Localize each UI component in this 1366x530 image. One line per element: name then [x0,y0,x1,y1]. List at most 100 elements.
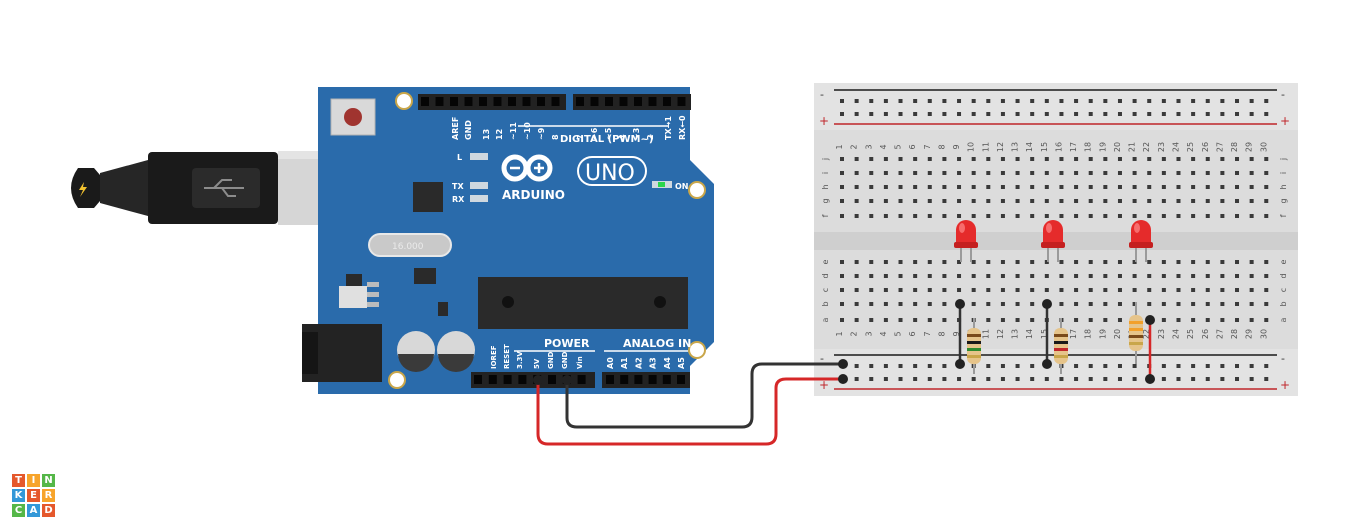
breadboard-hole[interactable] [1015,377,1020,381]
breadboard-hole[interactable] [1191,318,1196,322]
breadboard-hole[interactable] [1176,99,1181,103]
breadboard-hole[interactable] [1074,171,1079,175]
breadboard-hole[interactable] [1205,364,1210,368]
breadboard-hole[interactable] [1191,157,1196,161]
breadboard-hole[interactable] [869,364,874,368]
breadboard-hole[interactable] [840,112,844,116]
breadboard-hole[interactable] [957,274,962,278]
breadboard-hole[interactable] [971,274,976,278]
breadboard-hole[interactable] [1235,171,1240,175]
breadboard-hole[interactable] [1015,185,1020,189]
breadboard-hole[interactable] [913,112,918,116]
breadboard-hole[interactable] [1176,274,1181,278]
breadboard-hole[interactable] [883,377,888,381]
breadboard-hole[interactable] [840,274,844,278]
breadboard-hole[interactable] [883,214,888,218]
breadboard-hole[interactable] [957,199,962,203]
breadboard-hole[interactable] [927,364,932,368]
header-pin-hole[interactable] [634,97,642,106]
breadboard-hole[interactable] [1074,157,1079,161]
breadboard-hole[interactable] [1044,288,1049,292]
breadboard-hole[interactable] [913,274,918,278]
breadboard-hole[interactable] [1220,302,1225,306]
breadboard-hole[interactable] [1220,364,1225,368]
breadboard-hole[interactable] [986,171,991,175]
header-pin-hole[interactable] [488,375,497,384]
breadboard-hole[interactable] [1015,171,1020,175]
breadboard-hole[interactable] [1074,185,1079,189]
breadboard-hole[interactable] [1074,199,1079,203]
header-pin-hole[interactable] [648,97,657,106]
breadboard-hole[interactable] [1015,364,1020,368]
breadboard-hole[interactable] [1030,157,1035,161]
breadboard-hole[interactable] [971,377,976,381]
breadboard-hole[interactable] [1000,99,1005,103]
breadboard-hole[interactable] [1249,185,1254,189]
breadboard-hole[interactable] [1205,157,1210,161]
breadboard-hole[interactable] [1264,288,1269,292]
breadboard-hole[interactable] [1044,185,1049,189]
breadboard-hole[interactable] [1235,185,1240,189]
breadboard-hole[interactable] [1191,99,1196,103]
breadboard-hole[interactable] [1205,99,1210,103]
breadboard-hole[interactable] [1044,171,1049,175]
breadboard-hole[interactable] [942,302,947,306]
breadboard-hole[interactable] [883,185,888,189]
breadboard-hole[interactable] [1030,288,1035,292]
breadboard-hole[interactable] [883,288,888,292]
breadboard-hole[interactable] [1088,185,1093,189]
breadboard-hole[interactable] [927,171,932,175]
breadboard-hole[interactable] [1117,364,1122,368]
breadboard-hole[interactable] [1117,157,1122,161]
breadboard-hole[interactable] [1088,260,1093,264]
breadboard-hole[interactable] [1161,274,1166,278]
breadboard-hole[interactable] [1220,274,1225,278]
header-pin-hole[interactable] [576,97,584,106]
breadboard-hole[interactable] [942,99,947,103]
header-pin-hole[interactable] [508,97,516,106]
breadboard-hole[interactable] [913,377,918,381]
breadboard-hole[interactable] [1191,199,1196,203]
breadboard-hole[interactable] [942,112,947,116]
breadboard-hole[interactable] [1059,214,1064,218]
breadboard-hole[interactable] [971,171,976,175]
breadboard-hole[interactable] [898,288,903,292]
breadboard-hole[interactable] [898,112,903,116]
header-pin-hole[interactable] [537,97,545,106]
breadboard-hole[interactable] [1205,302,1210,306]
breadboard-hole[interactable] [986,302,991,306]
breadboard-hole[interactable] [869,99,874,103]
breadboard-hole[interactable] [1059,99,1064,103]
breadboard-hole[interactable] [1000,274,1005,278]
breadboard-hole[interactable] [1103,318,1108,322]
breadboard-hole[interactable] [986,99,991,103]
breadboard-hole[interactable] [869,288,874,292]
breadboard-hole[interactable] [898,318,903,322]
breadboard-hole[interactable] [1249,318,1254,322]
breadboard-hole[interactable] [1000,171,1005,175]
breadboard-hole[interactable] [1117,302,1122,306]
breadboard-hole[interactable] [1147,302,1152,306]
breadboard-hole[interactable] [1147,112,1152,116]
breadboard-hole[interactable] [913,260,918,264]
breadboard-hole[interactable] [854,318,859,322]
breadboard-hole[interactable] [883,157,888,161]
breadboard-hole[interactable] [1088,171,1093,175]
breadboard-hole[interactable] [1132,214,1137,218]
breadboard-hole[interactable] [854,260,859,264]
breadboard-hole[interactable] [1235,199,1240,203]
breadboard-hole[interactable] [1220,318,1225,322]
breadboard-hole[interactable] [1103,377,1108,381]
breadboard-hole[interactable] [1161,171,1166,175]
breadboard-hole[interactable] [927,318,932,322]
breadboard-hole[interactable] [1264,260,1269,264]
breadboard-hole[interactable] [883,171,888,175]
breadboard-hole[interactable] [1249,199,1254,203]
breadboard-hole[interactable] [1220,214,1225,218]
breadboard-hole[interactable] [1074,99,1079,103]
breadboard-hole[interactable] [898,99,903,103]
digital-header-right[interactable] [573,94,691,110]
breadboard-hole[interactable] [1117,99,1122,103]
breadboard-hole[interactable] [1132,185,1137,189]
breadboard-hole[interactable] [913,214,918,218]
